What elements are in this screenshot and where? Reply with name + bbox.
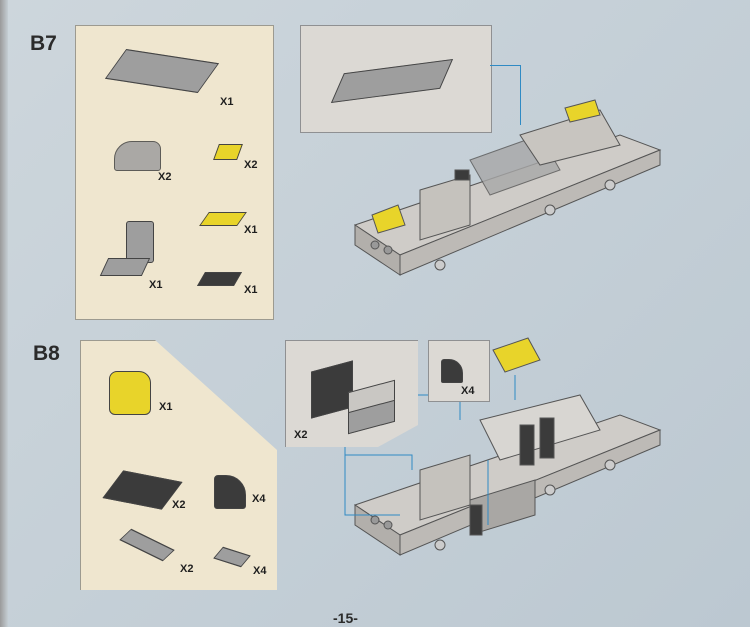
- guide-line: [520, 65, 521, 125]
- qty-label: X1: [159, 401, 173, 413]
- qty-label: X4: [253, 565, 267, 577]
- dark-curved-slope: [214, 475, 246, 509]
- qty-label: X1: [244, 224, 258, 236]
- dark-plate-2x4: [102, 470, 183, 510]
- page-number: -15-: [333, 610, 358, 626]
- dark-plate-2x4: [311, 360, 353, 419]
- b7-callout-box: [300, 25, 492, 133]
- b8-parts-panel: X1 X2 X4 X2 X4: [80, 340, 277, 590]
- dark-curved-slope: [441, 359, 463, 383]
- yellow-engine-block: [109, 371, 151, 415]
- qty-label: X2: [172, 499, 186, 511]
- guide-line: [490, 65, 520, 66]
- qty-label: X1: [149, 279, 163, 291]
- qty-label: X4: [461, 385, 475, 397]
- b7-parts-panel: X1 X2 X2 X1 X1 X1: [75, 25, 274, 320]
- qty-label: X1: [220, 96, 234, 108]
- step-label-b7: B7: [30, 32, 57, 55]
- qty-label: X2: [158, 171, 172, 183]
- grey-grille-tile: [213, 546, 251, 568]
- step-label-b8: B8: [33, 342, 60, 365]
- b8-callout-box-2: X4: [428, 340, 490, 402]
- trans-slope-windscreen: [114, 141, 161, 171]
- qty-label: X1: [244, 284, 258, 296]
- grey-tile-1x4: [119, 528, 175, 562]
- b8-model: [353, 337, 662, 556]
- qty-label: X2: [244, 159, 258, 171]
- b8-callout-box-1: X2: [285, 340, 418, 447]
- b7-model: [353, 99, 662, 276]
- qty-label: X2: [294, 429, 308, 441]
- qty-label: X4: [252, 493, 266, 505]
- photo-edge: [0, 0, 8, 627]
- qty-label: X2: [180, 563, 194, 575]
